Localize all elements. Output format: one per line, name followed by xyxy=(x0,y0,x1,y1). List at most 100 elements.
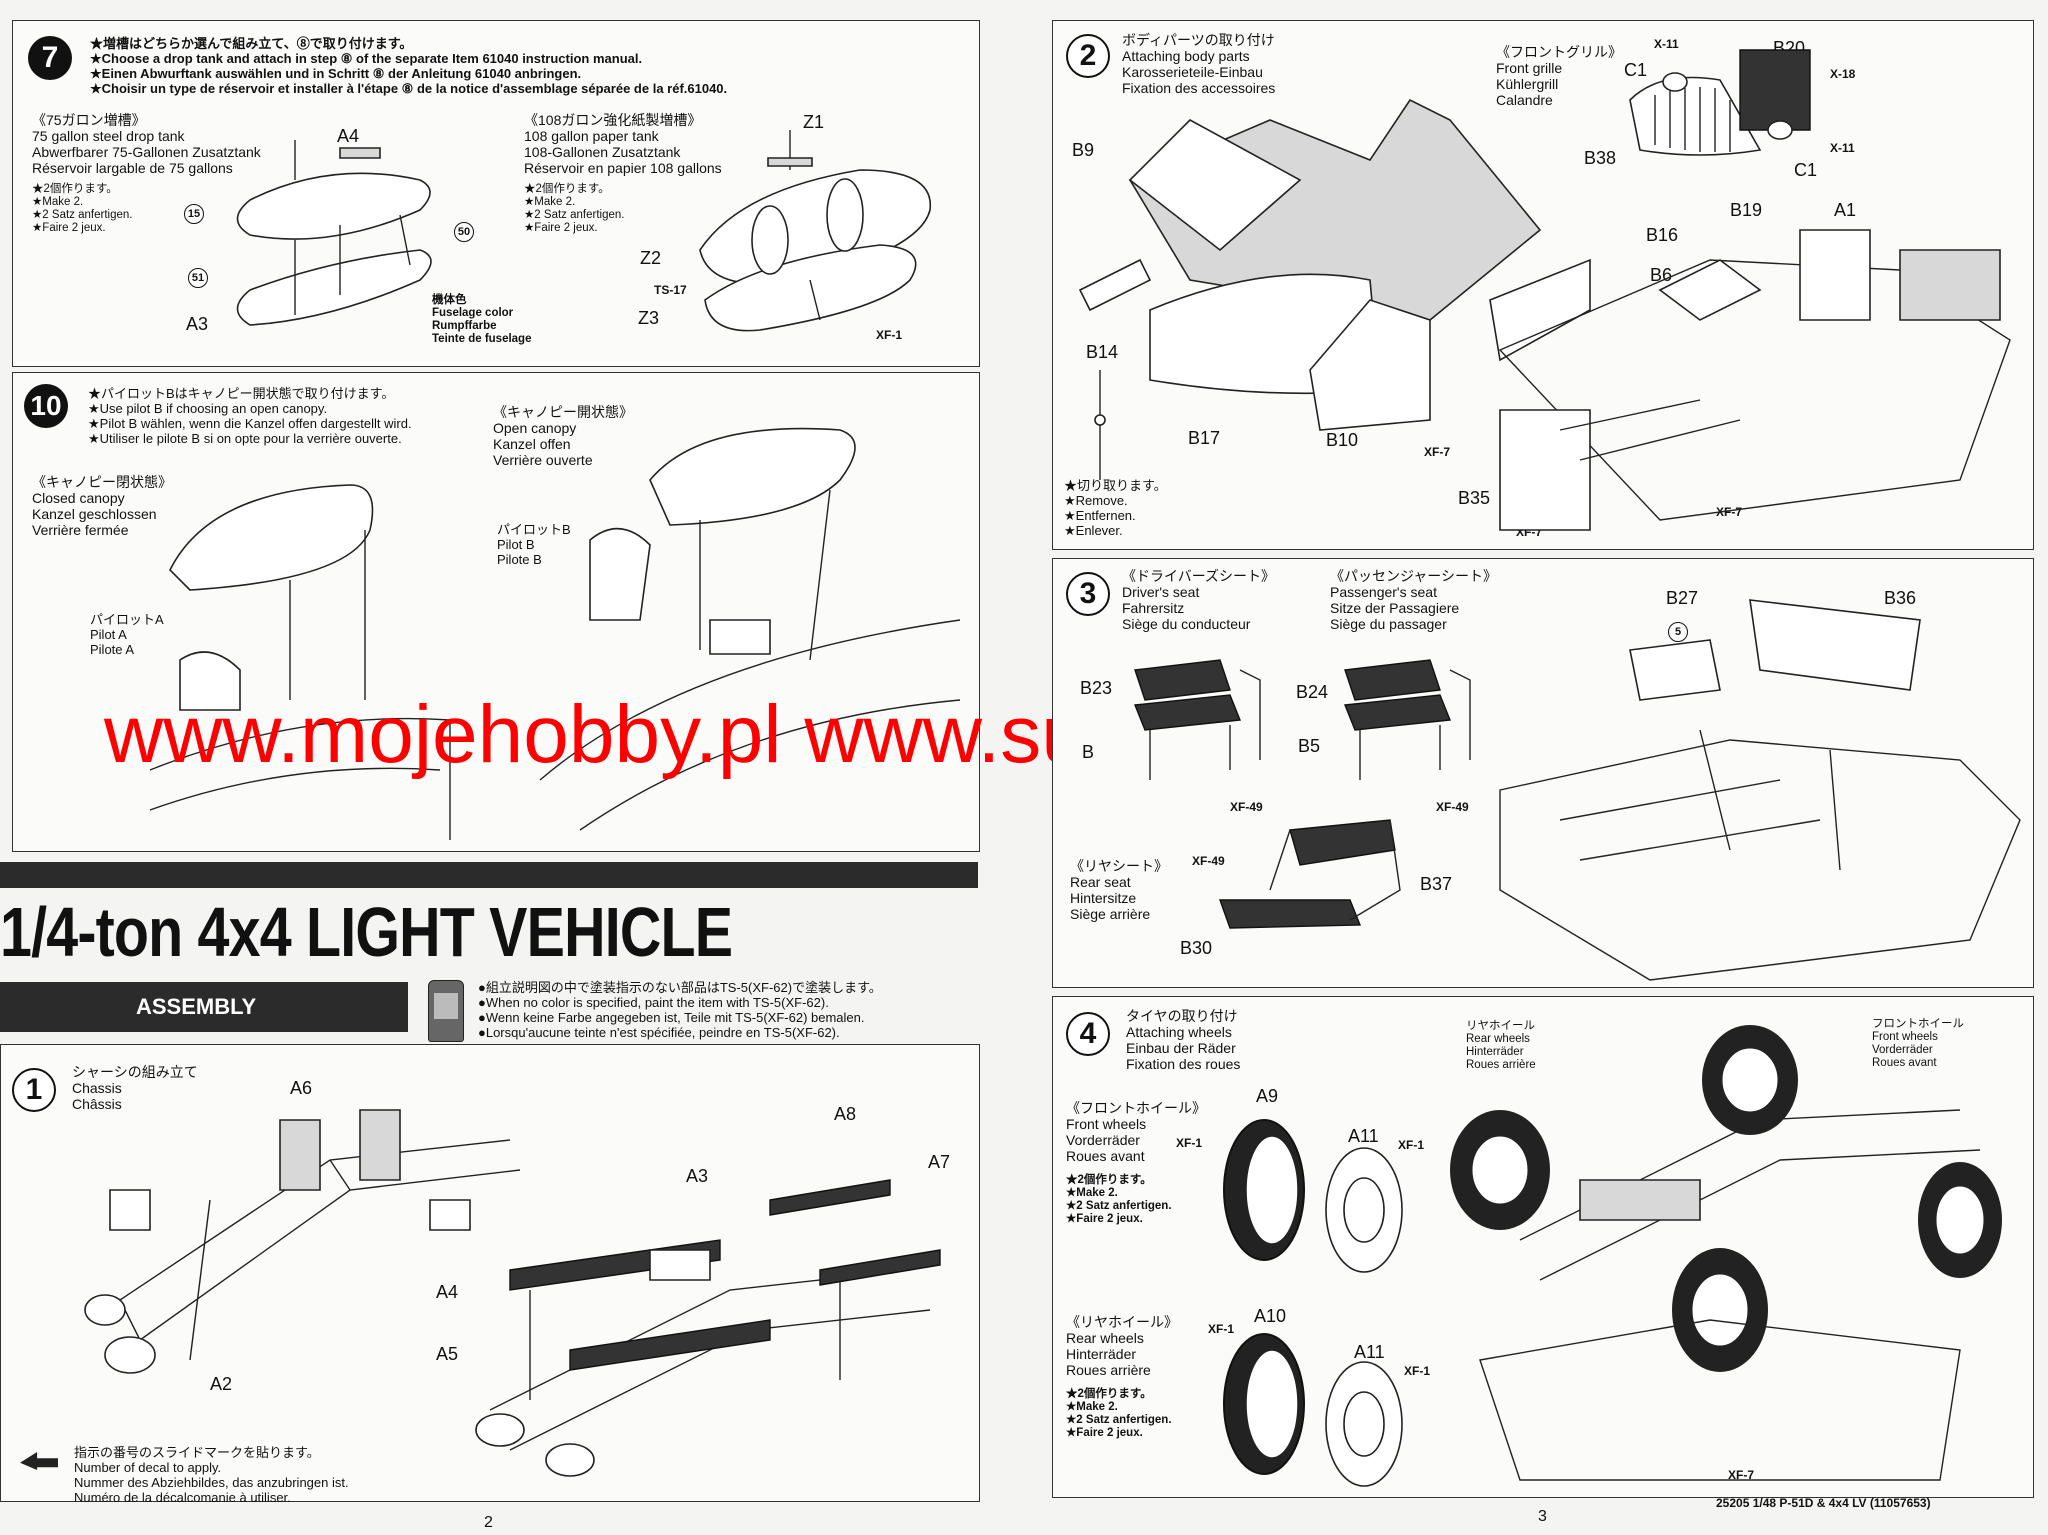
open-canopy-drawing xyxy=(540,420,970,840)
label-b17: B17 xyxy=(1188,428,1221,448)
decal-51: 51 xyxy=(188,268,208,288)
paint-can-icon xyxy=(428,980,464,1042)
label-a7: A7 xyxy=(928,1152,951,1172)
step3-number: 3 xyxy=(1066,572,1110,616)
label-a3-tank: A3 xyxy=(186,314,209,334)
label-xf49-c: XF-49 xyxy=(1192,854,1225,868)
label-a2: A2 xyxy=(210,1374,233,1394)
decal-15: 15 xyxy=(184,204,204,224)
tank75-make: ★2個作ります。★Make 2.★2 Satz anfertigen.★Fair… xyxy=(32,183,133,234)
label-x11-top: X-11 xyxy=(1654,37,1679,51)
label-xf1-tank: XF-1 xyxy=(876,328,903,342)
body-parts-drawing xyxy=(1070,60,1590,480)
label-x11-bottom: X-11 xyxy=(1830,141,1855,155)
label-b16: B16 xyxy=(1646,225,1679,245)
paint-note: ●組立説明図の中で塗装指示のない部品はTS-5(XF-62)で塗装します。●Wh… xyxy=(478,980,882,1040)
label-b35: B35 xyxy=(1458,488,1491,508)
label-xf7-a: XF-7 xyxy=(1424,445,1451,459)
jeep-body-drawing-step2 xyxy=(1480,200,2020,540)
chassis-frame-drawing-right xyxy=(470,1150,930,1480)
chassis-with-wheels-drawing xyxy=(1450,1025,2002,1490)
label-a9: A9 xyxy=(1256,1086,1279,1106)
label-b23: B23 xyxy=(1080,678,1113,698)
front-wheels-make: ★2個作ります。★Make 2.★2 Satz anfertigen.★Fair… xyxy=(1066,1174,1172,1225)
rear-seat-drawing xyxy=(1210,810,1410,950)
label-b37: B37 xyxy=(1420,874,1453,894)
step7-number: 7 xyxy=(28,36,72,80)
assembly-label: ASSEMBLY xyxy=(136,994,257,1019)
step1-number: 1 xyxy=(12,1068,56,1112)
label-x18: X-18 xyxy=(1830,67,1856,81)
label-b19: B19 xyxy=(1730,200,1763,220)
rear-wheels-make: ★2個作ります。★Make 2.★2 Satz anfertigen.★Fair… xyxy=(1066,1388,1172,1439)
label-b5: B5 xyxy=(1298,736,1321,756)
closed-canopy-drawing xyxy=(150,470,450,840)
label-c1-top: C1 xyxy=(1624,60,1648,80)
passenger-seat-drawing xyxy=(1340,650,1490,790)
paper-tank-108-drawing xyxy=(680,130,940,340)
label-a11-rear: A11 xyxy=(1354,1342,1385,1362)
label-z2: Z2 xyxy=(640,248,662,268)
label-b36: B36 xyxy=(1884,588,1917,608)
rear-wheel-drawing xyxy=(1214,1324,1414,1504)
label-z1: Z1 xyxy=(803,112,825,132)
decal-note: 指示の番号のスライドマークを貼ります。Number of decal to ap… xyxy=(74,1445,349,1505)
tank108-make: ★2個作ります。★Make 2.★2 Satz anfertigen.★Fair… xyxy=(524,183,625,234)
step10-number: 10 xyxy=(24,384,68,428)
label-b14: B14 xyxy=(1086,342,1119,362)
label-ts17: TS-17 xyxy=(654,283,687,297)
label-xf1-c: XF-1 xyxy=(1208,1322,1235,1336)
label-c1-bottom: C1 xyxy=(1794,160,1818,180)
drop-tank-75-drawing xyxy=(180,140,480,340)
title-bar xyxy=(0,862,978,888)
label-xf1-d: XF-1 xyxy=(1404,1364,1431,1378)
chassis-frame-drawing-left xyxy=(100,1080,520,1400)
front-wheel-drawing xyxy=(1214,1110,1414,1290)
label-a3-chassis: A3 xyxy=(686,1166,709,1186)
label-b9: B9 xyxy=(1072,140,1095,160)
label-b10: B10 xyxy=(1326,430,1359,450)
label-xf1-a: XF-1 xyxy=(1176,1136,1203,1150)
assembly-bar xyxy=(0,982,408,1032)
label-xf49-b: XF-49 xyxy=(1436,800,1469,814)
remove-note: ★切り取ります。★Remove.★Entfernen.★Enlever. xyxy=(1064,478,1167,538)
step4-panel xyxy=(1052,996,2034,1498)
product-code: 25205 1/48 P-51D & 4x4 LV (11057653) xyxy=(1716,1496,1931,1510)
label-a11-front: A11 xyxy=(1348,1126,1379,1146)
label-b24: B24 xyxy=(1296,682,1329,702)
label-xf7-b: XF-7 xyxy=(1716,505,1743,519)
front-grille-drawing xyxy=(1620,40,1840,180)
label-b27: B27 xyxy=(1666,588,1699,608)
label-a6: A6 xyxy=(290,1078,313,1098)
label-b-partial: B xyxy=(1082,742,1095,762)
label-a5: A5 xyxy=(436,1344,459,1364)
label-a8: A8 xyxy=(834,1104,857,1124)
page-number-right: 3 xyxy=(1538,1508,1547,1525)
page-number-left: 2 xyxy=(484,1514,493,1531)
label-a10: A10 xyxy=(1254,1306,1287,1326)
label-a4-chassis: A4 xyxy=(436,1282,459,1302)
label-xf1-b: XF-1 xyxy=(1398,1138,1425,1152)
driver-seat-drawing xyxy=(1130,650,1280,790)
decal-5: 5 xyxy=(1668,622,1688,642)
label-a1: A1 xyxy=(1834,200,1857,220)
label-xf7-wheels: XF-7 xyxy=(1728,1468,1755,1482)
label-b30: B30 xyxy=(1180,938,1213,958)
